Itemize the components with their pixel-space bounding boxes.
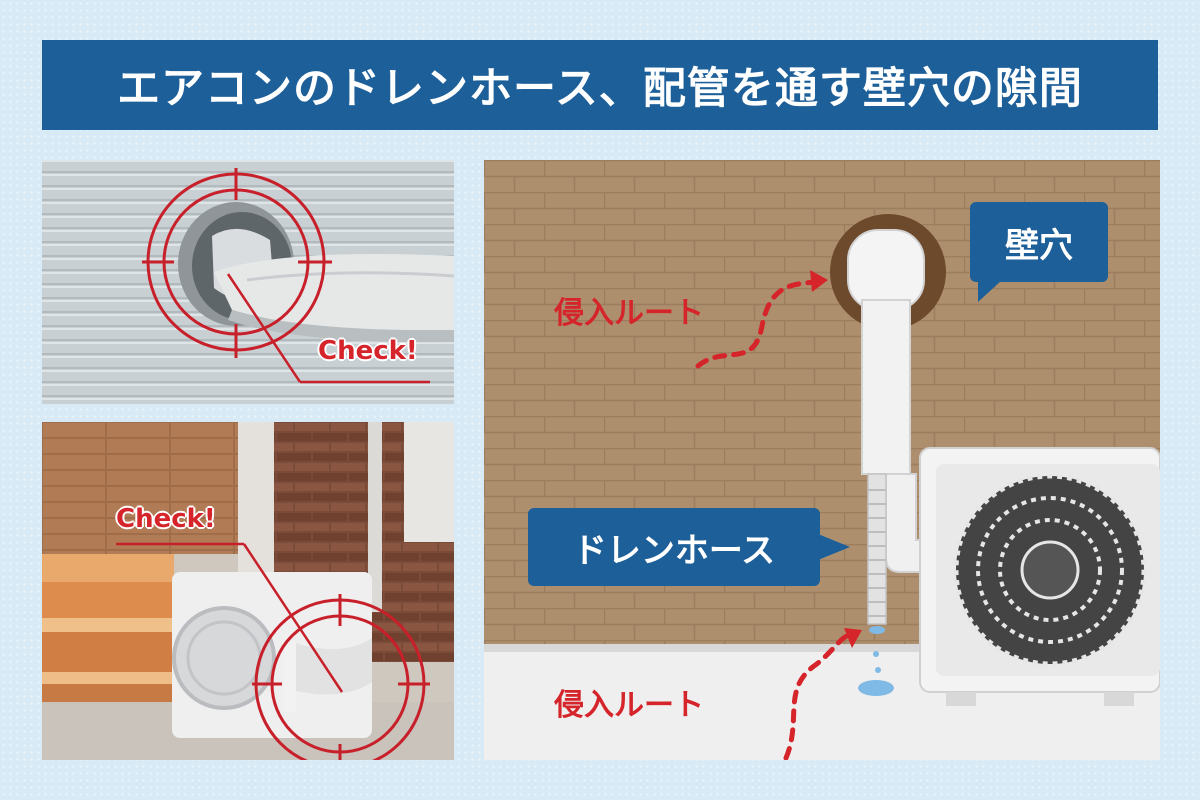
check-label: Check! (116, 504, 216, 534)
page-title: エアコンのドレンホース、配管を通す壁穴の隙間 (42, 40, 1158, 130)
drain-hose-callout: ドレンホース (528, 508, 850, 586)
dashed-route-arrow-icon (695, 279, 857, 760)
crosshair-target-icon (142, 168, 430, 384)
check-label: Check! (318, 336, 418, 366)
intrusion-route-label-upper: 侵入ルート (554, 296, 704, 331)
illustration-intrusion-routes: 壁穴 ドレンホース 侵入ルート 侵入ルート (484, 160, 1160, 760)
intrusion-route-label-lower: 侵入ルート (554, 688, 704, 723)
crosshair-target-icon (116, 542, 430, 760)
photo-wall-hole-art (42, 160, 454, 404)
water-drop-icon (858, 626, 894, 696)
wall-hole-callout: 壁穴 (970, 202, 1108, 302)
photo-outdoor-unit: Check! (42, 422, 454, 760)
photo-outdoor-unit-art (42, 422, 454, 760)
photo-wall-hole-closeup: Check! (42, 160, 454, 404)
